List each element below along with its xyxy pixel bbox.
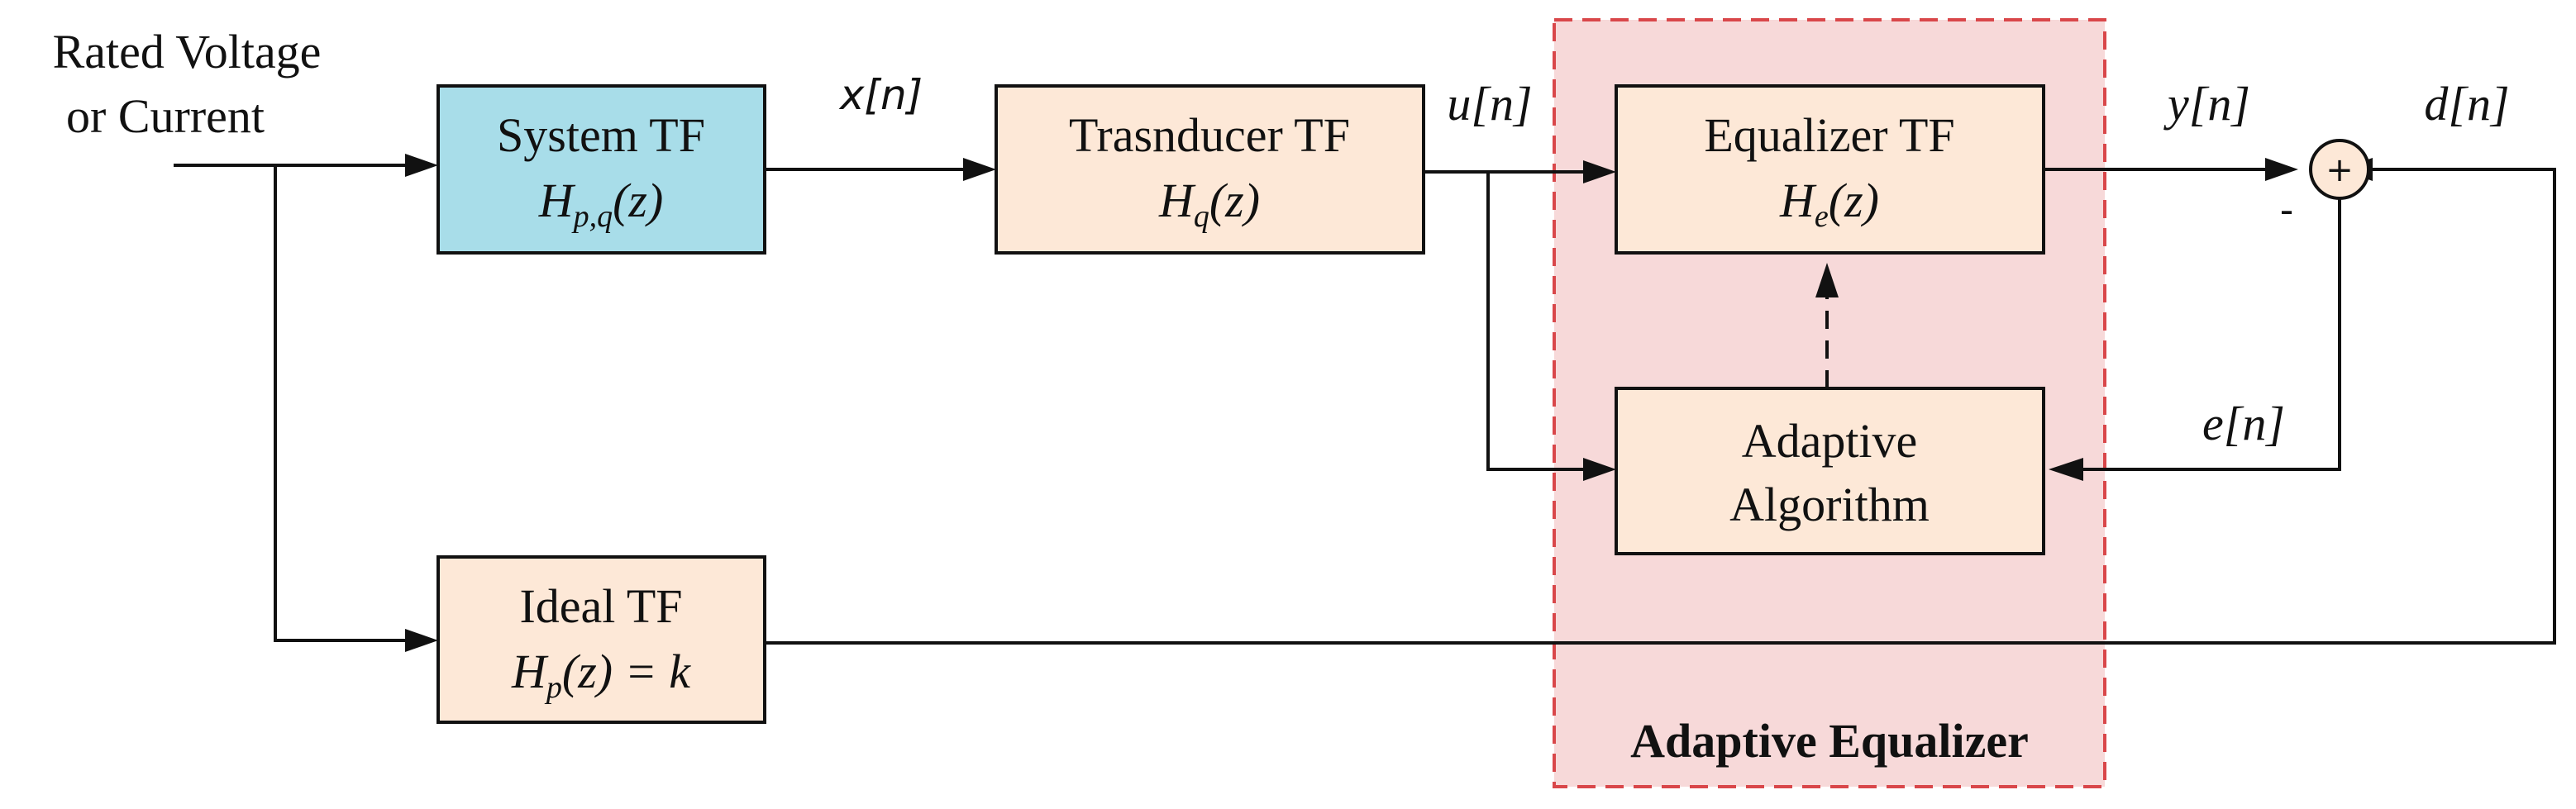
adaptive-algorithm-line2: Algorithm xyxy=(1729,478,1930,531)
adaptive-algorithm-block: Adaptive Algorithm xyxy=(1615,387,2045,555)
input-label-line1: Rated Voltage xyxy=(53,25,322,79)
ideal-tf-formula: Hp(z) = k xyxy=(511,645,691,705)
signal-e-label: e[n] xyxy=(2202,397,2285,450)
system-tf-title: System TF xyxy=(497,108,705,162)
signal-u-label: u[n] xyxy=(1447,77,1532,131)
arrowhead-sum-y xyxy=(2265,158,2298,181)
ideal-tf-block: Ideal TF Hp(z) = k xyxy=(436,555,766,724)
arrowhead-ideal-in xyxy=(405,629,438,652)
arrowhead-equalizer-in xyxy=(1583,160,1616,183)
e-wire xyxy=(2083,198,2341,471)
summing-junction xyxy=(2309,139,2370,200)
arrowhead-adaptive-in xyxy=(1583,458,1616,481)
minus-sign: - xyxy=(2280,188,2294,232)
equalizer-tf-title: Equalizer TF xyxy=(1704,108,1954,162)
input-label-line2: or Current xyxy=(66,89,265,143)
transducer-tf-formula: Hq(z) xyxy=(1158,174,1260,234)
adaptive-algorithm-line1: Adaptive xyxy=(1742,414,1918,468)
system-tf-formula: Hp,q(z) xyxy=(538,174,664,234)
u-branch-wire xyxy=(1486,172,1583,471)
signal-d-label: d[n] xyxy=(2424,77,2509,131)
signal-x-label: x[n] xyxy=(838,71,923,119)
ideal-tf-title: Ideal TF xyxy=(519,579,682,633)
equalizer-tf-block: Equalizer TF He(z) xyxy=(1615,84,2045,255)
d-wire xyxy=(765,168,2556,645)
system-tf-block: System TF Hp,q(z) xyxy=(436,84,766,255)
transducer-tf-block: Trasnducer TF Hq(z) xyxy=(995,84,1425,255)
signal-y-label: y[n] xyxy=(2163,77,2250,131)
transducer-tf-title: Trasnducer TF xyxy=(1069,108,1350,162)
summing-plus: + xyxy=(2326,151,2354,189)
arrowhead-adaptive-e xyxy=(2049,458,2083,481)
arrowhead-system-in xyxy=(405,154,438,177)
equalizer-tf-formula: He(z) xyxy=(1779,174,1879,234)
ideal-branch-wire xyxy=(274,165,405,642)
adaptive-equalizer-label: Adaptive Equalizer xyxy=(1630,714,2029,768)
arrowhead-adaptation xyxy=(1815,263,1839,297)
arrowhead-transducer-in xyxy=(963,158,996,181)
